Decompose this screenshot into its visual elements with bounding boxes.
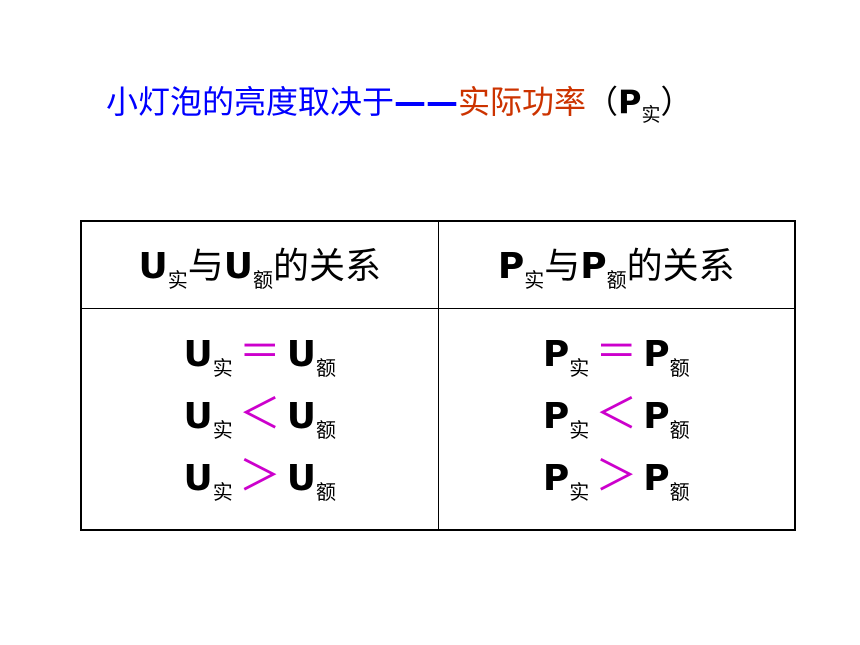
row-left-symbol: P bbox=[542, 334, 570, 375]
row-right-symbol: P bbox=[643, 334, 670, 375]
row-left-subscript: 实 bbox=[569, 418, 590, 442]
header-power-label: P实与P额的关系 bbox=[497, 246, 735, 292]
header-voltage-sym2: U bbox=[223, 246, 253, 287]
power-relations-cell: P实＝P额 P实＜P额 P实＞P额 bbox=[437, 308, 796, 531]
operator-equal: ＝ bbox=[238, 327, 281, 376]
row-right-symbol: U bbox=[286, 334, 316, 375]
title-text-orange: 实际功率 bbox=[458, 83, 587, 121]
row-right-symbol: P bbox=[643, 396, 670, 437]
title-symbol: P bbox=[618, 83, 642, 121]
power-row-greater: P实＞P额 bbox=[439, 445, 795, 507]
row-left-subscript: 实 bbox=[569, 480, 590, 504]
power-row-less: P实＜P额 bbox=[439, 383, 795, 445]
row-left-subscript: 实 bbox=[212, 356, 233, 380]
operator-greater-than: ＞ bbox=[238, 451, 281, 500]
table-body-row: U实＝U额 U实＜U额 U实＞U额 P实＝P额 P实＜P额 P实＞P额 bbox=[80, 308, 796, 531]
voltage-row-greater: U实＞U额 bbox=[82, 445, 438, 507]
row-left-symbol: U bbox=[183, 334, 213, 375]
relationship-table: U实与U额的关系 P实与P额的关系 U实＝U额 U实＜U额 U实＞U额 P实＝P… bbox=[80, 220, 796, 531]
header-voltage-link: 与 bbox=[187, 246, 224, 287]
header-power-sub2: 额 bbox=[606, 268, 627, 292]
row-left-symbol: U bbox=[183, 458, 213, 499]
operator-greater-than: ＞ bbox=[595, 451, 638, 500]
row-right-subscript: 额 bbox=[315, 356, 336, 380]
operator-equal: ＝ bbox=[595, 327, 638, 376]
row-left-subscript: 实 bbox=[212, 418, 233, 442]
header-cell-voltage: U实与U额的关系 bbox=[80, 220, 439, 309]
operator-less-than: ＜ bbox=[595, 389, 638, 438]
operator-less-than: ＜ bbox=[238, 389, 281, 438]
header-power-sym1: P bbox=[497, 246, 525, 287]
title-dash: —— bbox=[394, 83, 459, 121]
header-power-link: 与 bbox=[544, 246, 581, 287]
header-power-tail: 的关系 bbox=[626, 246, 735, 287]
row-right-subscript: 额 bbox=[315, 418, 336, 442]
row-right-subscript: 额 bbox=[315, 480, 336, 504]
header-voltage-sub1: 实 bbox=[167, 268, 188, 292]
row-left-symbol: U bbox=[183, 396, 213, 437]
header-cell-power: P实与P额的关系 bbox=[437, 220, 796, 309]
header-power-sub1: 实 bbox=[524, 268, 545, 292]
row-right-subscript: 额 bbox=[669, 356, 690, 380]
title-open-paren: （ bbox=[586, 83, 619, 121]
row-right-symbol: U bbox=[286, 396, 316, 437]
row-right-symbol: P bbox=[643, 458, 670, 499]
voltage-relations-cell: U实＝U额 U实＜U额 U实＞U额 bbox=[80, 308, 439, 531]
header-voltage-sub2: 额 bbox=[252, 268, 273, 292]
row-left-symbol: P bbox=[542, 458, 570, 499]
title-close-paren: ） bbox=[660, 83, 693, 121]
voltage-row-less: U实＜U额 bbox=[82, 383, 438, 445]
header-voltage-tail: 的关系 bbox=[272, 246, 381, 287]
header-power-sym2: P bbox=[580, 246, 607, 287]
row-right-subscript: 额 bbox=[669, 418, 690, 442]
title-text-blue: 小灯泡的亮度取决于 bbox=[106, 83, 395, 121]
voltage-row-equal: U实＝U额 bbox=[82, 321, 438, 383]
slide-title: 小灯泡的亮度取决于——实际功率（P实） bbox=[106, 78, 693, 139]
header-voltage-sym1: U bbox=[138, 246, 168, 287]
row-right-symbol: U bbox=[286, 458, 316, 499]
table-header-row: U实与U额的关系 P实与P额的关系 bbox=[80, 220, 796, 309]
header-voltage-label: U实与U额的关系 bbox=[138, 246, 382, 292]
row-right-subscript: 额 bbox=[669, 480, 690, 504]
row-left-subscript: 实 bbox=[212, 480, 233, 504]
power-row-equal: P实＝P额 bbox=[439, 321, 795, 383]
row-left-symbol: P bbox=[542, 396, 570, 437]
row-left-subscript: 实 bbox=[569, 356, 590, 380]
title-subscript: 实 bbox=[641, 104, 661, 126]
